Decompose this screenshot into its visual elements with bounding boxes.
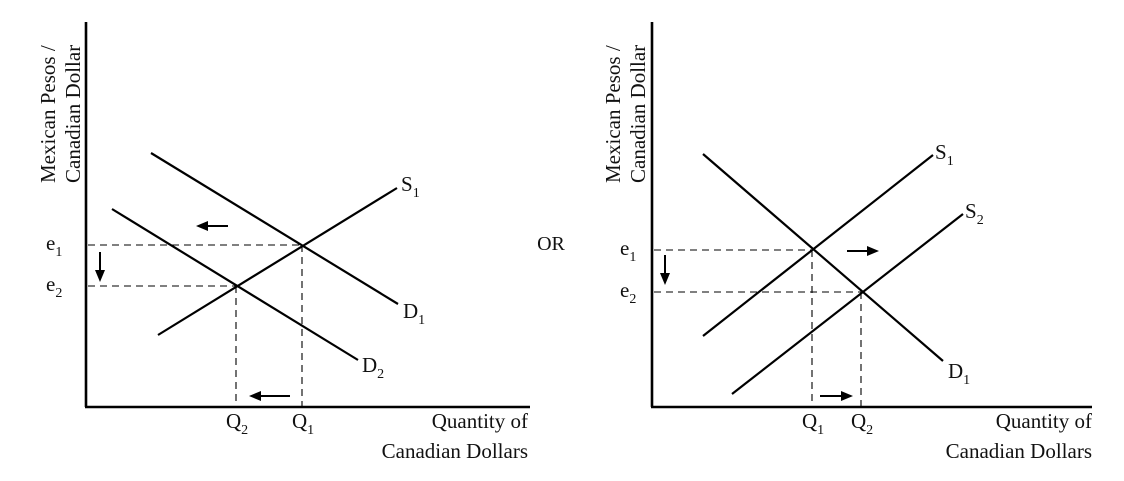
right-y-axis-label-line1: Mexican Pesos / <box>601 45 625 183</box>
right-quantity-right-arrow-icon <box>820 391 853 401</box>
right-label-e1: e1 <box>620 236 636 265</box>
right-price-down-arrow-icon <box>660 255 670 285</box>
left-supply-s1 <box>157 187 398 336</box>
right-demand-d1 <box>702 153 944 362</box>
right-supply-s2 <box>731 213 964 395</box>
right-y-axis-label-line2: Canadian Dollar <box>626 45 650 183</box>
left-quantity-left-arrow-icon <box>249 391 290 401</box>
right-supply-s1 <box>702 154 934 337</box>
or-separator: OR <box>537 233 565 255</box>
right-label-d1: D1 <box>948 359 970 388</box>
left-demand-d2 <box>111 208 359 361</box>
right-label-e2: e2 <box>620 278 636 307</box>
left-label-e1: e1 <box>46 231 62 260</box>
left-label-s1: S1 <box>401 172 420 201</box>
left-label-e2: e2 <box>46 272 62 301</box>
right-x-axis-label-line1: Quantity of <box>996 409 1092 433</box>
left-demand-d1 <box>150 152 399 305</box>
left-label-d1: D1 <box>403 299 425 328</box>
left-demand-shift-arrow-icon <box>196 221 228 231</box>
left-label-q1: Q1 <box>292 409 314 438</box>
right-x-axis-label-line2: Canadian Dollars <box>946 439 1092 463</box>
left-x-axis-label-line1: Quantity of <box>432 409 528 433</box>
right-label-q2: Q2 <box>851 409 873 438</box>
left-panel: Mexican Pesos / Canadian Dollar Quantity… <box>36 22 530 463</box>
left-y-axis-label-line2: Canadian Dollar <box>61 45 85 183</box>
right-panel: Mexican Pesos / Canadian Dollar Quantity… <box>601 22 1092 463</box>
left-label-d2: D2 <box>362 353 384 382</box>
left-label-q2: Q2 <box>226 409 248 438</box>
right-supply-shift-arrow-icon <box>847 246 879 256</box>
left-y-axis-label-line1: Mexican Pesos / <box>36 45 60 183</box>
left-price-down-arrow-icon <box>95 252 105 282</box>
right-label-s2: S2 <box>965 199 984 228</box>
left-x-axis-label-line2: Canadian Dollars <box>382 439 528 463</box>
right-label-s1: S1 <box>935 140 954 169</box>
right-label-q1: Q1 <box>802 409 824 438</box>
